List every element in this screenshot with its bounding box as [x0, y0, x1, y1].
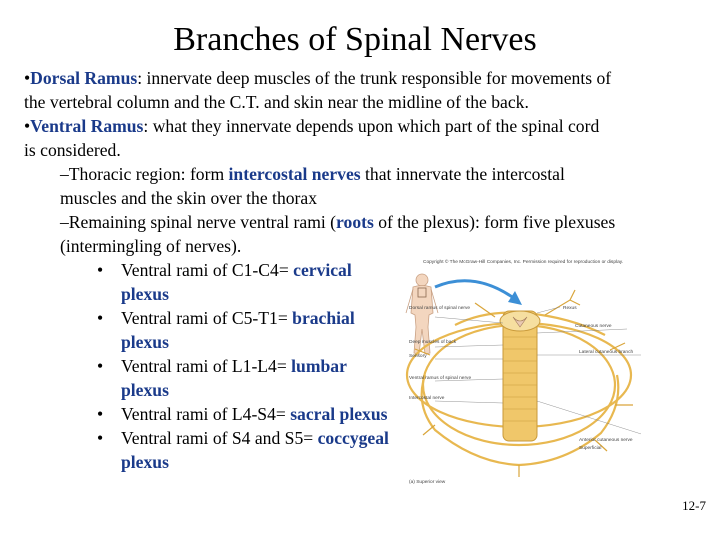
plexus-term: cervical — [293, 260, 352, 280]
plexus-item-cont: plexus — [24, 330, 704, 354]
plexus-item-cont: plexus — [24, 378, 704, 402]
plexus-term-cont: plexus — [121, 332, 169, 352]
thoracic-text-b: that innervate the intercostal — [360, 164, 565, 184]
bullet: • — [97, 404, 104, 424]
label-sensory: Sensory — [409, 353, 427, 359]
plexus-term-cont: plexus — [121, 380, 169, 400]
label-deep-muscles: Deep muscles of back — [409, 339, 457, 345]
plexus-text: Ventral rami of S4 and S5= — [121, 428, 318, 448]
plexus-term: coccygeal — [317, 428, 389, 448]
remaining-line-1: –Remaining spinal nerve ventral rami (ro… — [24, 210, 704, 234]
label-rexus: Rexus — [563, 305, 577, 311]
plexus-term: sacral plexus — [290, 404, 388, 424]
pointer-arrow — [434, 279, 516, 301]
plexus-text: Ventral rami of L4-S4= — [121, 404, 291, 424]
plexus-item: • Ventral rami of C1-C4= cervical — [24, 258, 704, 282]
plexus-item: • Ventral rami of S4 and S5= coccygeal — [24, 426, 704, 450]
thoracic-text-a: –Thoracic region: form — [60, 164, 229, 184]
bullet: • — [24, 116, 31, 136]
label-lateral-cutaneous: Lateral cutaneous branch — [579, 349, 633, 355]
label-leader-lines — [434, 306, 658, 440]
label-intercostal-nerve: Intercostal nerve — [409, 395, 445, 401]
slide-body: •Dorsal Ramus: innervate deep muscles of… — [24, 66, 704, 474]
dorsal-ramus-line-1: •Dorsal Ramus: innervate deep muscles of… — [24, 66, 704, 90]
arrow-head-icon — [508, 291, 522, 305]
label-dorsal-ramus: Dorsal ramus of spinal nerve — [409, 305, 470, 311]
plexus-text: Ventral rami of L1-L4= — [121, 356, 292, 376]
plexus-term-cont: plexus — [121, 284, 169, 304]
plexus-item-cont: plexus — [24, 282, 704, 306]
ventral-ramus-term: Ventral Ramus — [30, 116, 144, 136]
remaining-text-b: of the plexus): form five plexuses — [373, 212, 616, 232]
bullet: • — [97, 356, 104, 376]
spinal-nerve-illustration: Copyright © The McGraw-Hill Companies, I… — [405, 258, 658, 485]
bullet: • — [97, 428, 104, 448]
plexus-term: lumbar — [291, 356, 347, 376]
spinal-nerve-figure: Copyright © The McGraw-Hill Companies, I… — [395, 255, 658, 487]
remaining-line-2: (intermingling of nerves). — [60, 236, 242, 256]
bullet: • — [97, 260, 104, 280]
label-cutaneous-nerve: Cutaneous nerve — [575, 323, 612, 329]
roots-term: roots — [336, 212, 374, 232]
human-figure-icon — [405, 273, 439, 355]
plexus-text: Ventral rami of C5-T1= — [121, 308, 293, 328]
plexus-term: brachial — [292, 308, 355, 328]
ventral-ramus-line-2: is considered. — [24, 140, 121, 160]
remaining-text-a: –Remaining spinal nerve ventral rami ( — [60, 212, 337, 232]
dorsal-ramus-text: : innervate deep muscles of the trunk re… — [137, 68, 612, 88]
plexus-text: Ventral rami of C1-C4= — [121, 260, 294, 280]
page-number: 12-7 — [682, 498, 706, 513]
dorsal-ramus-line-2: the vertebral column and the C.T. and sk… — [24, 92, 529, 112]
bullet: • — [97, 308, 104, 328]
spinal-cord-cross-section — [499, 310, 541, 442]
thoracic-line-2: muscles and the skin over the thorax — [60, 188, 317, 208]
nerve-branches — [414, 289, 633, 477]
slide-title: Branches of Spinal Nerves — [173, 21, 537, 58]
dorsal-ramus-term: Dorsal Ramus — [30, 68, 138, 88]
label-superficial: Superficial — [579, 445, 601, 451]
bullet: • — [24, 68, 31, 88]
ventral-ramus-text: : what they innervate depends upon which… — [143, 116, 600, 136]
plexus-item: • Ventral rami of C5-T1= brachial — [24, 306, 704, 330]
label-ventral-ramus: Ventral ramus of spinal nerve — [409, 375, 471, 381]
ventral-ramus-line-1: •Ventral Ramus: what they innervate depe… — [24, 114, 704, 138]
label-anterior-cutaneous: Anterior cutaneous nerve — [579, 437, 633, 443]
plexus-item: • Ventral rami of L4-S4= sacral plexus — [24, 402, 704, 426]
plexus-term-cont: plexus — [121, 452, 169, 472]
figure-credit: (a) Superior view — [409, 479, 446, 485]
thoracic-line-1: –Thoracic region: form intercostal nerve… — [24, 162, 704, 186]
intercostal-nerves-term: intercostal nerves — [228, 164, 361, 184]
figure-caption: Copyright © The McGraw-Hill Companies, I… — [423, 258, 623, 265]
plexus-item: • Ventral rami of L1-L4= lumbar — [24, 354, 704, 378]
plexus-item-cont: plexus — [24, 450, 704, 474]
